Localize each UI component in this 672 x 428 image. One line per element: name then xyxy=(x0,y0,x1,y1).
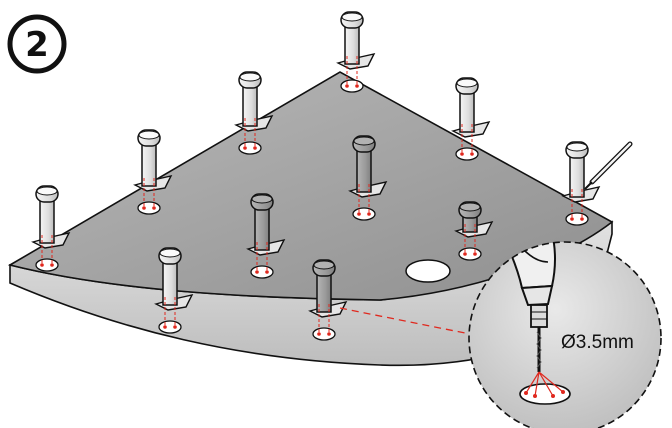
zoom-circle-border xyxy=(468,241,662,428)
zoom-circle-bg xyxy=(469,242,661,428)
peg xyxy=(246,193,286,279)
peg xyxy=(308,259,348,341)
peg xyxy=(348,135,388,221)
peg xyxy=(234,71,274,155)
peg xyxy=(451,77,491,161)
step-number: 2 xyxy=(25,25,49,65)
drill-size-label: Ø3.5mm xyxy=(561,332,634,353)
drill-detail-callout: Ø3.5mm xyxy=(468,241,662,428)
center-hole xyxy=(405,259,451,283)
drill-guide-lines xyxy=(525,371,564,397)
peg xyxy=(154,247,194,334)
peg xyxy=(454,201,494,261)
step-badge-circle xyxy=(7,14,67,74)
peg-group xyxy=(31,11,601,341)
zoom-leader-line xyxy=(339,307,471,335)
pencil-icon xyxy=(584,141,633,190)
peg xyxy=(133,129,173,215)
peg xyxy=(336,11,376,93)
peg xyxy=(31,185,71,272)
peg xyxy=(561,141,601,226)
drill-target-hole xyxy=(519,383,571,405)
step-badge: 2 xyxy=(7,14,67,74)
